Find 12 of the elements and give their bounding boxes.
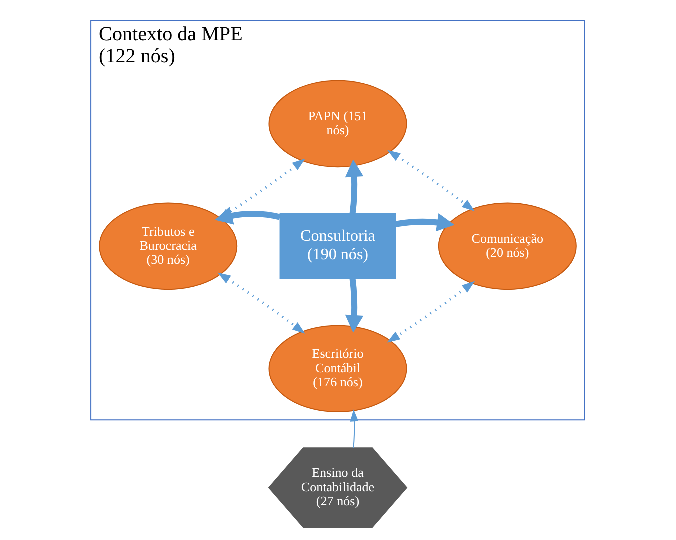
node-box: Consultoria (190 nós) [280,213,396,280]
arrow [218,272,306,334]
node-ellipse: PAPN (151 nós) [268,80,408,168]
arrow [345,278,364,333]
arrow [387,281,476,343]
node-ellipse: Escritório Contábil (176 nós) [268,325,408,413]
arrow [387,150,476,212]
arrow [350,410,359,448]
node-ellipse: Comunicação (20 nós) [438,202,577,290]
arrow [395,213,455,232]
arrow [345,160,364,214]
node-ellipse: Tributos e Burocracia (30 nós) [99,202,238,290]
